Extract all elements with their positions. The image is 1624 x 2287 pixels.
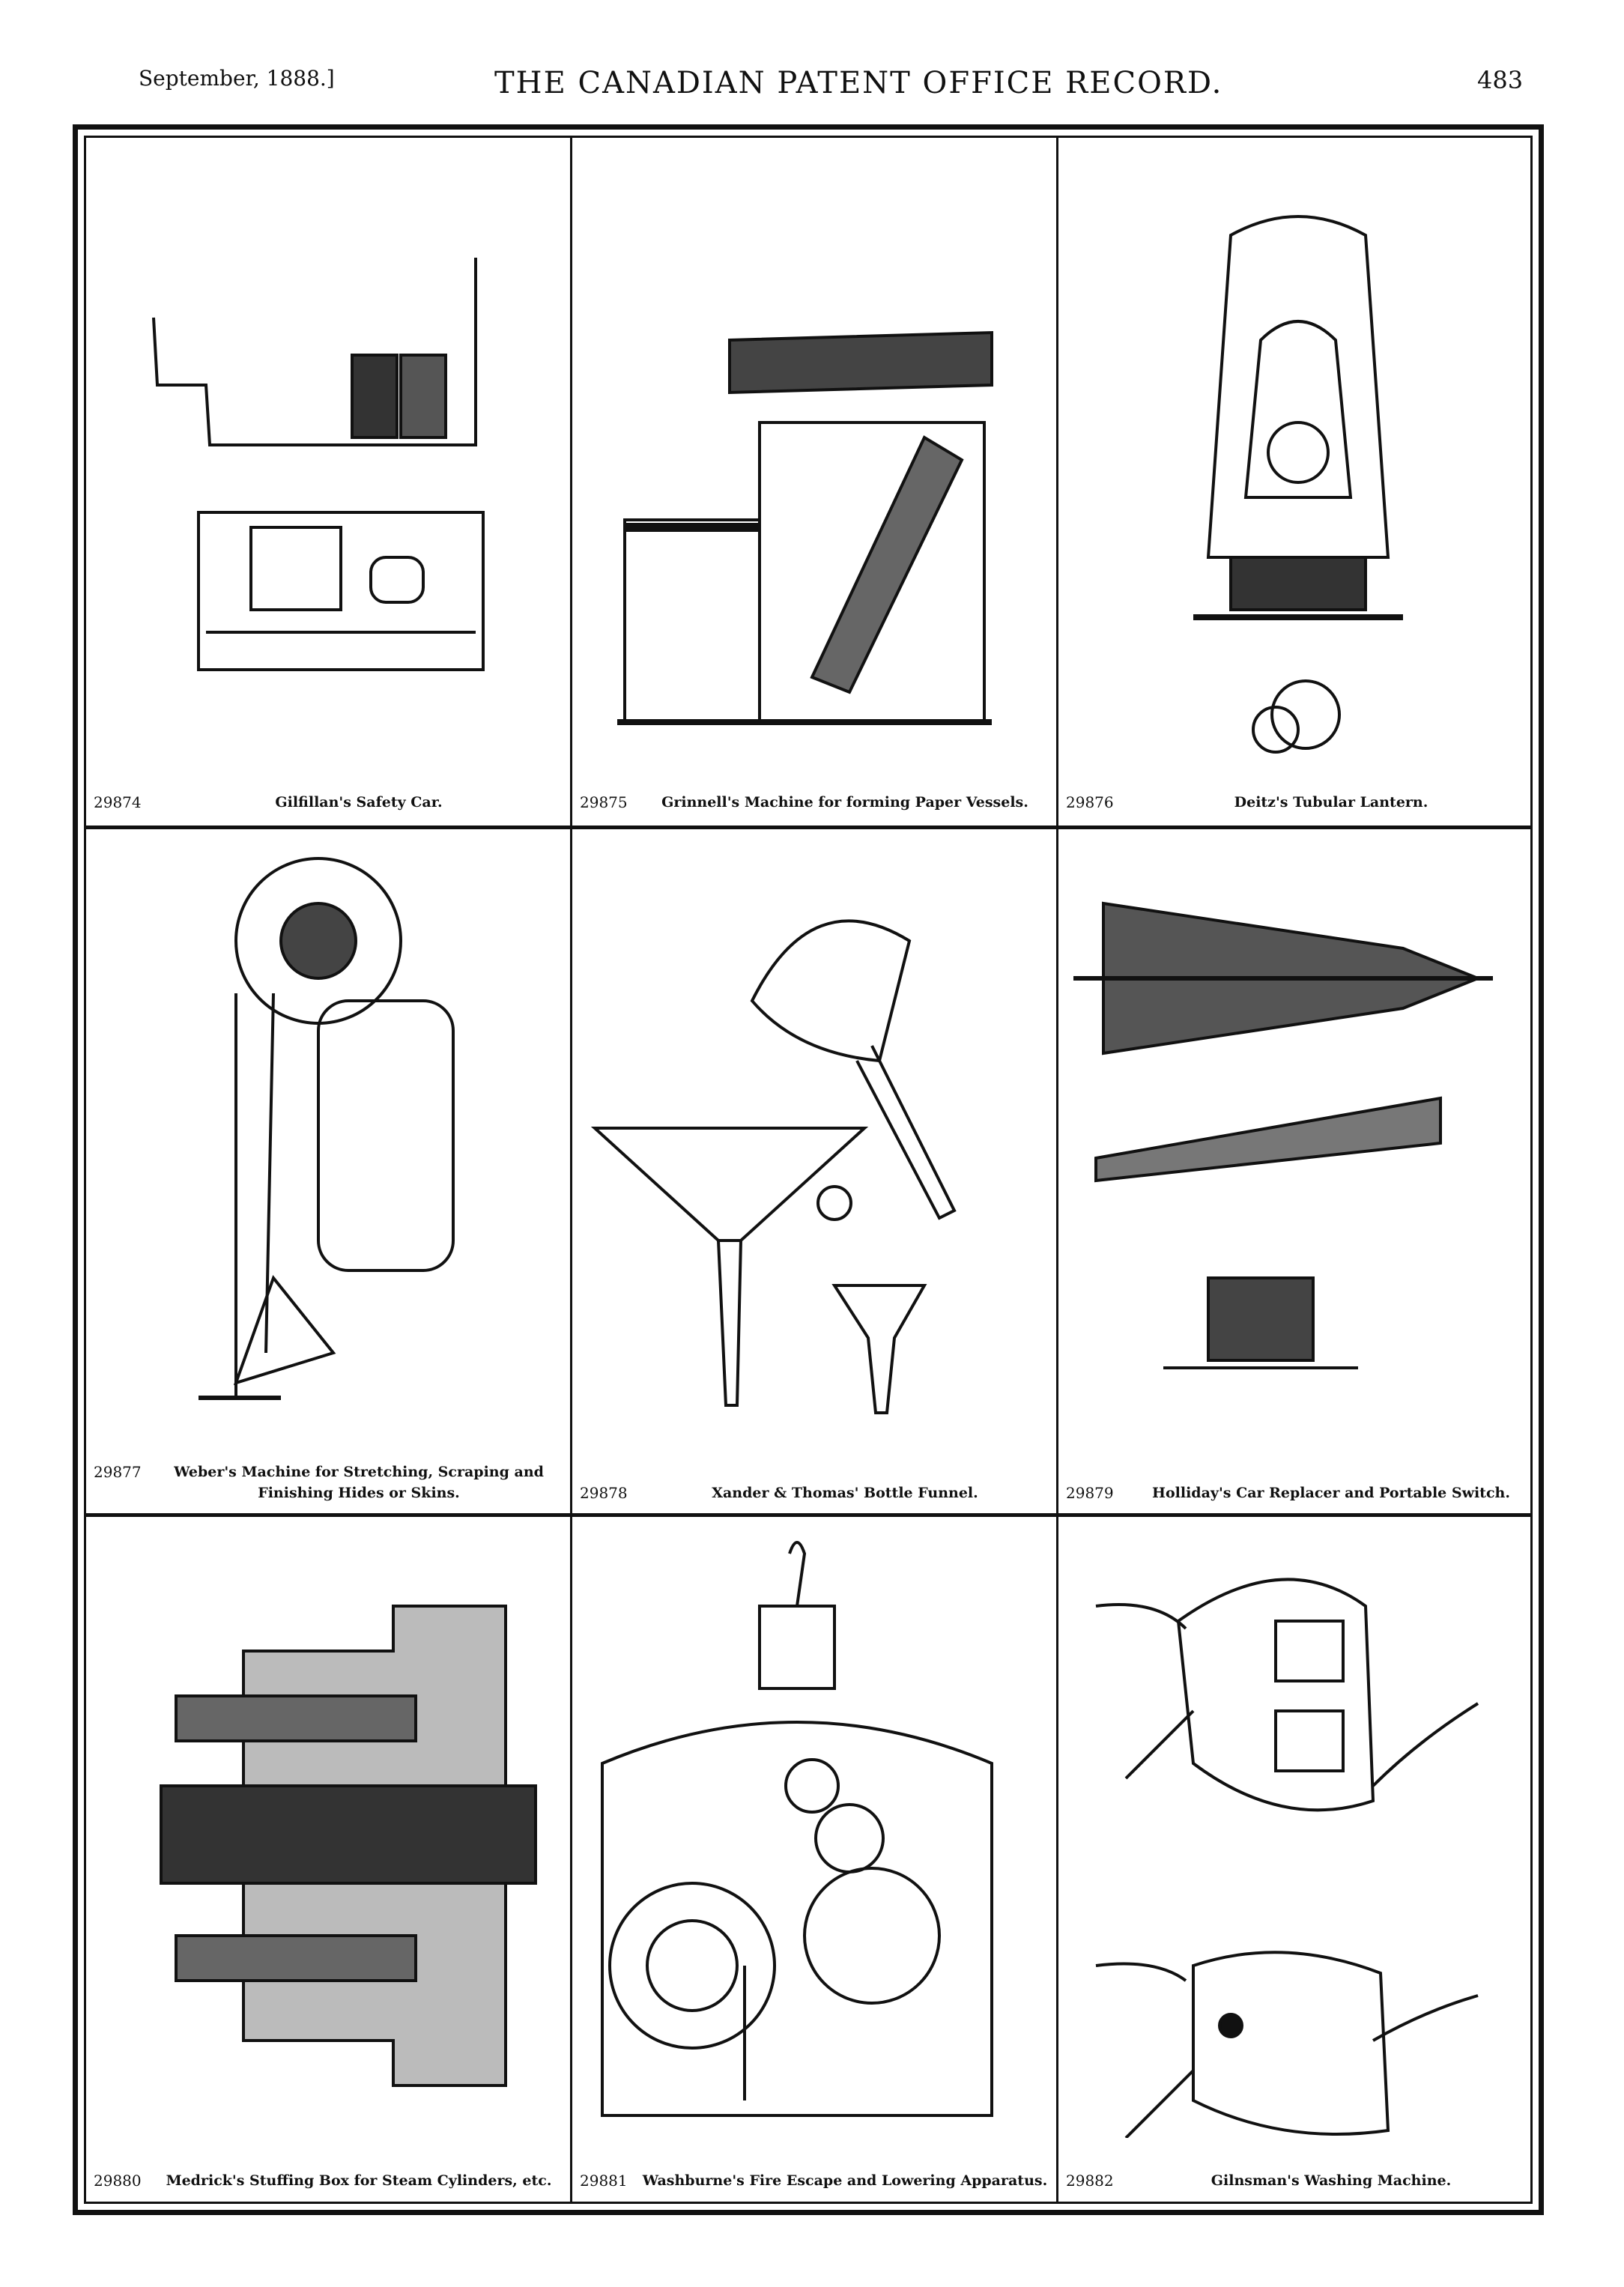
patent-cell-29876: 29876 Deitz's Tubular Lantern.	[1058, 138, 1544, 823]
patent-title: Medrick's Stuffing Box for Steam Cylinde…	[166, 2172, 552, 2189]
patent-caption: 29876 Deitz's Tubular Lantern.	[1066, 792, 1536, 813]
patent-cell-29879: 29879 Holliday's Car Replacer and Portabl…	[1058, 829, 1544, 1514]
patent-caption: 29877 Weber's Machine for Stretching, Scr…	[94, 1461, 564, 1503]
fire-escape-drawing	[601, 1541, 993, 2117]
row-divider	[86, 1513, 1530, 1517]
patent-cell-29875: 29875 Grinnell's Machine for forming Pape…	[572, 138, 1058, 823]
hide-stretching-machine-drawing	[199, 857, 455, 1400]
patent-number: 29874	[94, 793, 142, 811]
illustration-grid: 29874 Gilfillan's Safety Car. 29875 Grinne…	[84, 136, 1533, 2204]
patent-caption: 29881 Washburne's Fire Escape and Lowerin…	[580, 2170, 1050, 2191]
patent-cell-29878: 29878 Xander & Thomas' Bottle Funnel.	[572, 829, 1058, 1514]
patent-number: 29877	[94, 1463, 142, 1481]
paper-vessel-machine-drawing	[617, 330, 993, 725]
patent-caption: 29879 Holliday's Car Replacer and Portabl…	[1066, 1482, 1536, 1503]
journal-title: THE CANADIAN PATENT OFFICE RECORD.	[494, 66, 1223, 100]
patent-number: 29882	[1066, 2172, 1114, 2190]
patent-caption: 29875 Grinnell's Machine for forming Pape…	[580, 792, 1050, 813]
patent-number: 29881	[580, 2172, 628, 2190]
patent-cell-29880: 29880 Medrick's Stuffing Box for Steam Cy…	[86, 1516, 572, 2202]
patent-cell-29877: 29877 Weber's Machine for Stretching, Scr…	[86, 829, 572, 1514]
patent-cell-29882: 29882 Gilnsman's Washing Machine.	[1058, 1516, 1544, 2202]
patent-title: Deitz's Tubular Lantern.	[1234, 794, 1428, 811]
patent-title: Washburne's Fire Escape and Lowering App…	[642, 2172, 1048, 2189]
patent-number: 29876	[1066, 793, 1114, 811]
patent-caption: 29878 Xander & Thomas' Bottle Funnel.	[580, 1482, 1050, 1503]
patent-number: 29880	[94, 2172, 142, 2190]
page-number: 483	[1477, 66, 1524, 94]
column-divider	[570, 138, 572, 2202]
bottle-funnel-drawing	[590, 919, 957, 1414]
patent-number: 29879	[1066, 1484, 1114, 1502]
patent-title: Grinnell's Machine for forming Paper Ves…	[661, 794, 1028, 811]
patent-title: Holliday's Car Replacer and Portable Swi…	[1152, 1485, 1510, 1501]
column-divider	[1056, 138, 1058, 2202]
row-divider	[86, 826, 1530, 829]
patent-title: Gilfillan's Safety Car.	[275, 794, 443, 811]
patent-title: Gilnsman's Washing Machine.	[1211, 2172, 1452, 2189]
patent-title: Weber's Machine for Stretching, Scraping…	[174, 1464, 544, 1501]
washing-machine-drawing	[1095, 1578, 1479, 2138]
car-replacer-drawing	[1073, 901, 1493, 1369]
patent-number: 29878	[580, 1484, 628, 1502]
patent-cell-29874: 29874 Gilfillan's Safety Car.	[86, 138, 572, 823]
stuffing-box-drawing	[160, 1605, 537, 2087]
patent-caption: 29874 Gilfillan's Safety Car.	[94, 792, 564, 813]
tubular-lantern-drawing	[1193, 215, 1403, 754]
patent-cell-29881: 29881 Washburne's Fire Escape and Lowerin…	[572, 1516, 1058, 2202]
patent-caption: 29882 Gilnsman's Washing Machine.	[1066, 2170, 1536, 2191]
illustration-frame: 29874 Gilfillan's Safety Car. 29875 Grinne…	[73, 124, 1544, 2215]
header-date: September, 1888.]	[139, 66, 335, 91]
patent-title: Xander & Thomas' Bottle Funnel.	[712, 1485, 978, 1501]
patent-caption: 29880 Medrick's Stuffing Box for Steam Cy…	[94, 2170, 564, 2191]
patent-number: 29875	[580, 793, 628, 811]
safety-car-drawing	[152, 258, 485, 671]
